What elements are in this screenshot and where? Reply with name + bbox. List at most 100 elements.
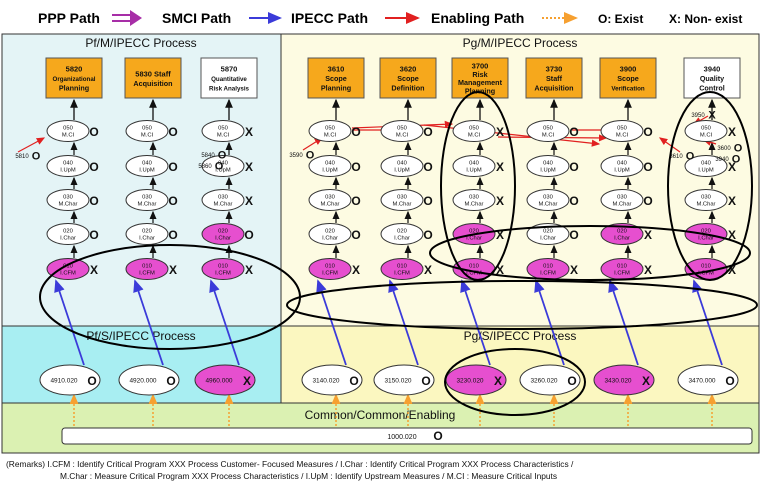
process-box-label: Staff xyxy=(546,74,563,83)
measure-node xyxy=(308,189,352,211)
measure-node-code: 050 xyxy=(218,126,228,132)
measure-node-code: 040 xyxy=(142,161,152,167)
measure-node-code: 030 xyxy=(469,195,479,201)
measure-node xyxy=(201,120,245,142)
process-box-label: 3730 xyxy=(546,65,563,74)
legend-ppp-label: PPP Path xyxy=(38,10,100,26)
ipecc-arrow xyxy=(659,137,681,153)
measure-node xyxy=(46,155,90,177)
measure-node-name: M.Char xyxy=(538,202,557,208)
side-label-status: O xyxy=(686,151,695,163)
measure-node-status: X xyxy=(424,263,432,277)
process-box-label: Organizational xyxy=(53,76,96,83)
legend-nonexist-label: X: Non- exist xyxy=(669,12,742,26)
measure-node xyxy=(684,155,728,177)
measure-node-code: 050 xyxy=(142,126,152,132)
measure-node-name: M.Char xyxy=(696,202,715,208)
measure-node xyxy=(125,258,169,280)
measure-node-status: X xyxy=(496,228,504,242)
measure-node-code: 010 xyxy=(325,264,335,270)
support-node-status: X xyxy=(642,374,650,388)
measure-node-name: I.Char xyxy=(139,236,155,242)
support-node-status: O xyxy=(87,374,96,388)
measure-node-name: I.Char xyxy=(322,236,338,242)
measure-node-name: I.Char xyxy=(60,236,76,242)
measure-node-code: 020 xyxy=(469,229,479,235)
process-box xyxy=(200,57,258,99)
smci-arrow xyxy=(209,279,240,366)
measure-node-code: 050 xyxy=(543,126,553,132)
measure-node xyxy=(600,189,644,211)
highlight-ring xyxy=(667,91,753,281)
side-label-code: 3940 xyxy=(715,157,729,163)
side-label-code: 5860 xyxy=(198,164,212,170)
measure-node xyxy=(308,223,352,245)
measure-node-code: 030 xyxy=(701,195,711,201)
side-label-status: O xyxy=(218,150,227,162)
support-node-status: X xyxy=(494,374,502,388)
measure-node-name: I.Char xyxy=(394,236,410,242)
side-label-status: O xyxy=(306,150,315,162)
highlight-ring xyxy=(429,225,751,281)
side-label-code: 3610 xyxy=(669,154,683,160)
process-box-label: Scope xyxy=(617,74,639,83)
measure-node xyxy=(46,223,90,245)
support-node-code: 4910.020 xyxy=(50,378,77,385)
measure-node-name: I.UpM xyxy=(614,168,630,174)
measure-node xyxy=(125,155,169,177)
support-node-code: 3430.020 xyxy=(604,378,631,385)
measure-node-status: O xyxy=(168,228,177,242)
measure-node xyxy=(526,120,570,142)
measure-node-status: O xyxy=(569,194,578,208)
measure-node-name: M.CI xyxy=(542,133,555,139)
measure-node-code: 040 xyxy=(469,161,479,167)
measure-node xyxy=(380,189,424,211)
smci-arrow xyxy=(316,279,347,366)
process-box xyxy=(599,57,657,99)
measure-node xyxy=(46,120,90,142)
measure-node-code: 010 xyxy=(617,264,627,270)
measure-node-name: I.Char xyxy=(698,236,714,242)
pg-s-panel xyxy=(280,325,760,404)
measure-node xyxy=(125,189,169,211)
measure-node-code: 040 xyxy=(325,161,335,167)
measure-node-code: 050 xyxy=(397,126,407,132)
measure-node-code: 040 xyxy=(701,161,711,167)
measure-node-name: M.CI xyxy=(217,133,230,139)
smci-arrow xyxy=(388,279,419,366)
measure-node xyxy=(452,189,496,211)
measure-node-name: I.CFM xyxy=(139,271,155,277)
highlight-ring xyxy=(440,91,516,281)
process-box-label: 3940 xyxy=(704,65,721,74)
side-label-code: 5810 xyxy=(15,154,29,160)
measure-node-status: X xyxy=(728,160,736,174)
measure-node-code: 050 xyxy=(701,126,711,132)
process-box-label: Risk xyxy=(472,70,487,79)
measure-node-code: 050 xyxy=(617,126,627,132)
side-label-code: 5840 xyxy=(201,153,215,159)
measure-node-status: O xyxy=(569,228,578,242)
smci-arrow xyxy=(54,279,85,366)
measure-node-status: X xyxy=(90,263,98,277)
measure-node xyxy=(526,155,570,177)
measure-node-name: M.CI xyxy=(396,133,409,139)
measure-node-status: O xyxy=(423,228,432,242)
support-node xyxy=(677,364,739,396)
process-box-label: Scope xyxy=(397,74,419,83)
measure-node-code: 030 xyxy=(397,195,407,201)
measure-node-code: 040 xyxy=(617,161,627,167)
support-node xyxy=(593,364,655,396)
measure-node-status: O xyxy=(89,228,98,242)
smci-arrow xyxy=(608,279,639,366)
measure-node xyxy=(46,258,90,280)
measure-node xyxy=(452,155,496,177)
measure-node-status: X xyxy=(644,228,652,242)
measure-node-code: 040 xyxy=(218,161,228,167)
process-box-label: 3900 xyxy=(620,65,637,74)
measure-node-name: I.UpM xyxy=(394,168,410,174)
measure-node-status: X xyxy=(245,125,253,139)
highlight-ring xyxy=(286,280,758,330)
process-box xyxy=(45,57,103,99)
measure-node-status: X xyxy=(728,263,736,277)
measure-node-code: 030 xyxy=(543,195,553,201)
